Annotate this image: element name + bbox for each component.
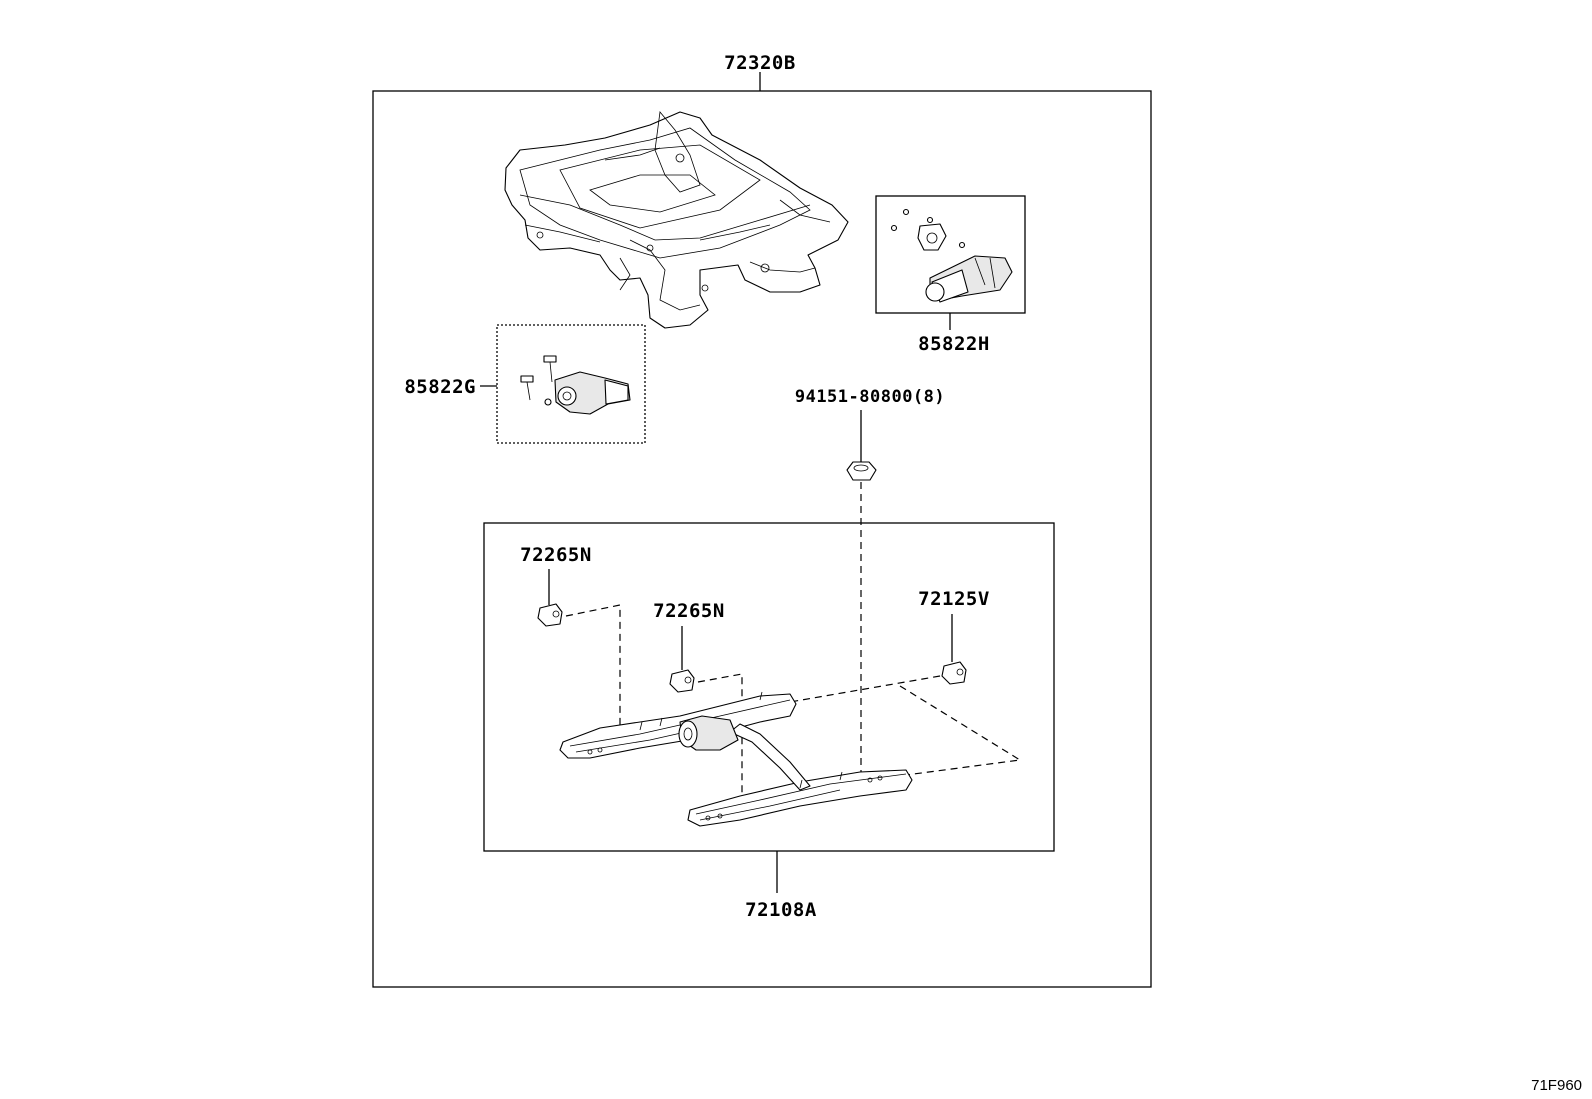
label-bracket-c[interactable]: 72125V <box>918 588 990 610</box>
seat-track-drawing <box>559 691 913 827</box>
figure-code: 71F960 <box>1531 1077 1582 1094</box>
motor-left-drawing <box>520 355 631 415</box>
label-nut[interactable]: 94151-80800(8) <box>795 387 945 407</box>
label-motor-right[interactable]: 85822H <box>918 333 990 355</box>
adjuster-assembly-box <box>483 522 1055 852</box>
label-frame-assembly[interactable]: 72320B <box>724 52 796 74</box>
label-bracket-b[interactable]: 72265N <box>653 600 725 622</box>
bracket-a-drawing <box>537 603 563 627</box>
frame-assembly-box <box>372 90 1152 988</box>
motor-left-box <box>496 324 646 444</box>
label-bracket-a[interactable]: 72265N <box>520 544 592 566</box>
motor-right-drawing <box>890 208 1013 303</box>
bracket-b-dashed-line <box>697 673 743 798</box>
bracket-a-dashed-line <box>565 604 621 735</box>
bracket-c-dashed-line <box>789 675 1022 776</box>
bracket-b-drawing <box>669 669 695 693</box>
label-adjuster-assembly[interactable]: 72108A <box>745 899 817 921</box>
label-motor-left[interactable]: 85822G <box>404 376 476 398</box>
seat-frame-drawing <box>504 111 849 329</box>
bracket-c-drawing <box>941 661 967 685</box>
nut-drawing <box>846 461 877 481</box>
